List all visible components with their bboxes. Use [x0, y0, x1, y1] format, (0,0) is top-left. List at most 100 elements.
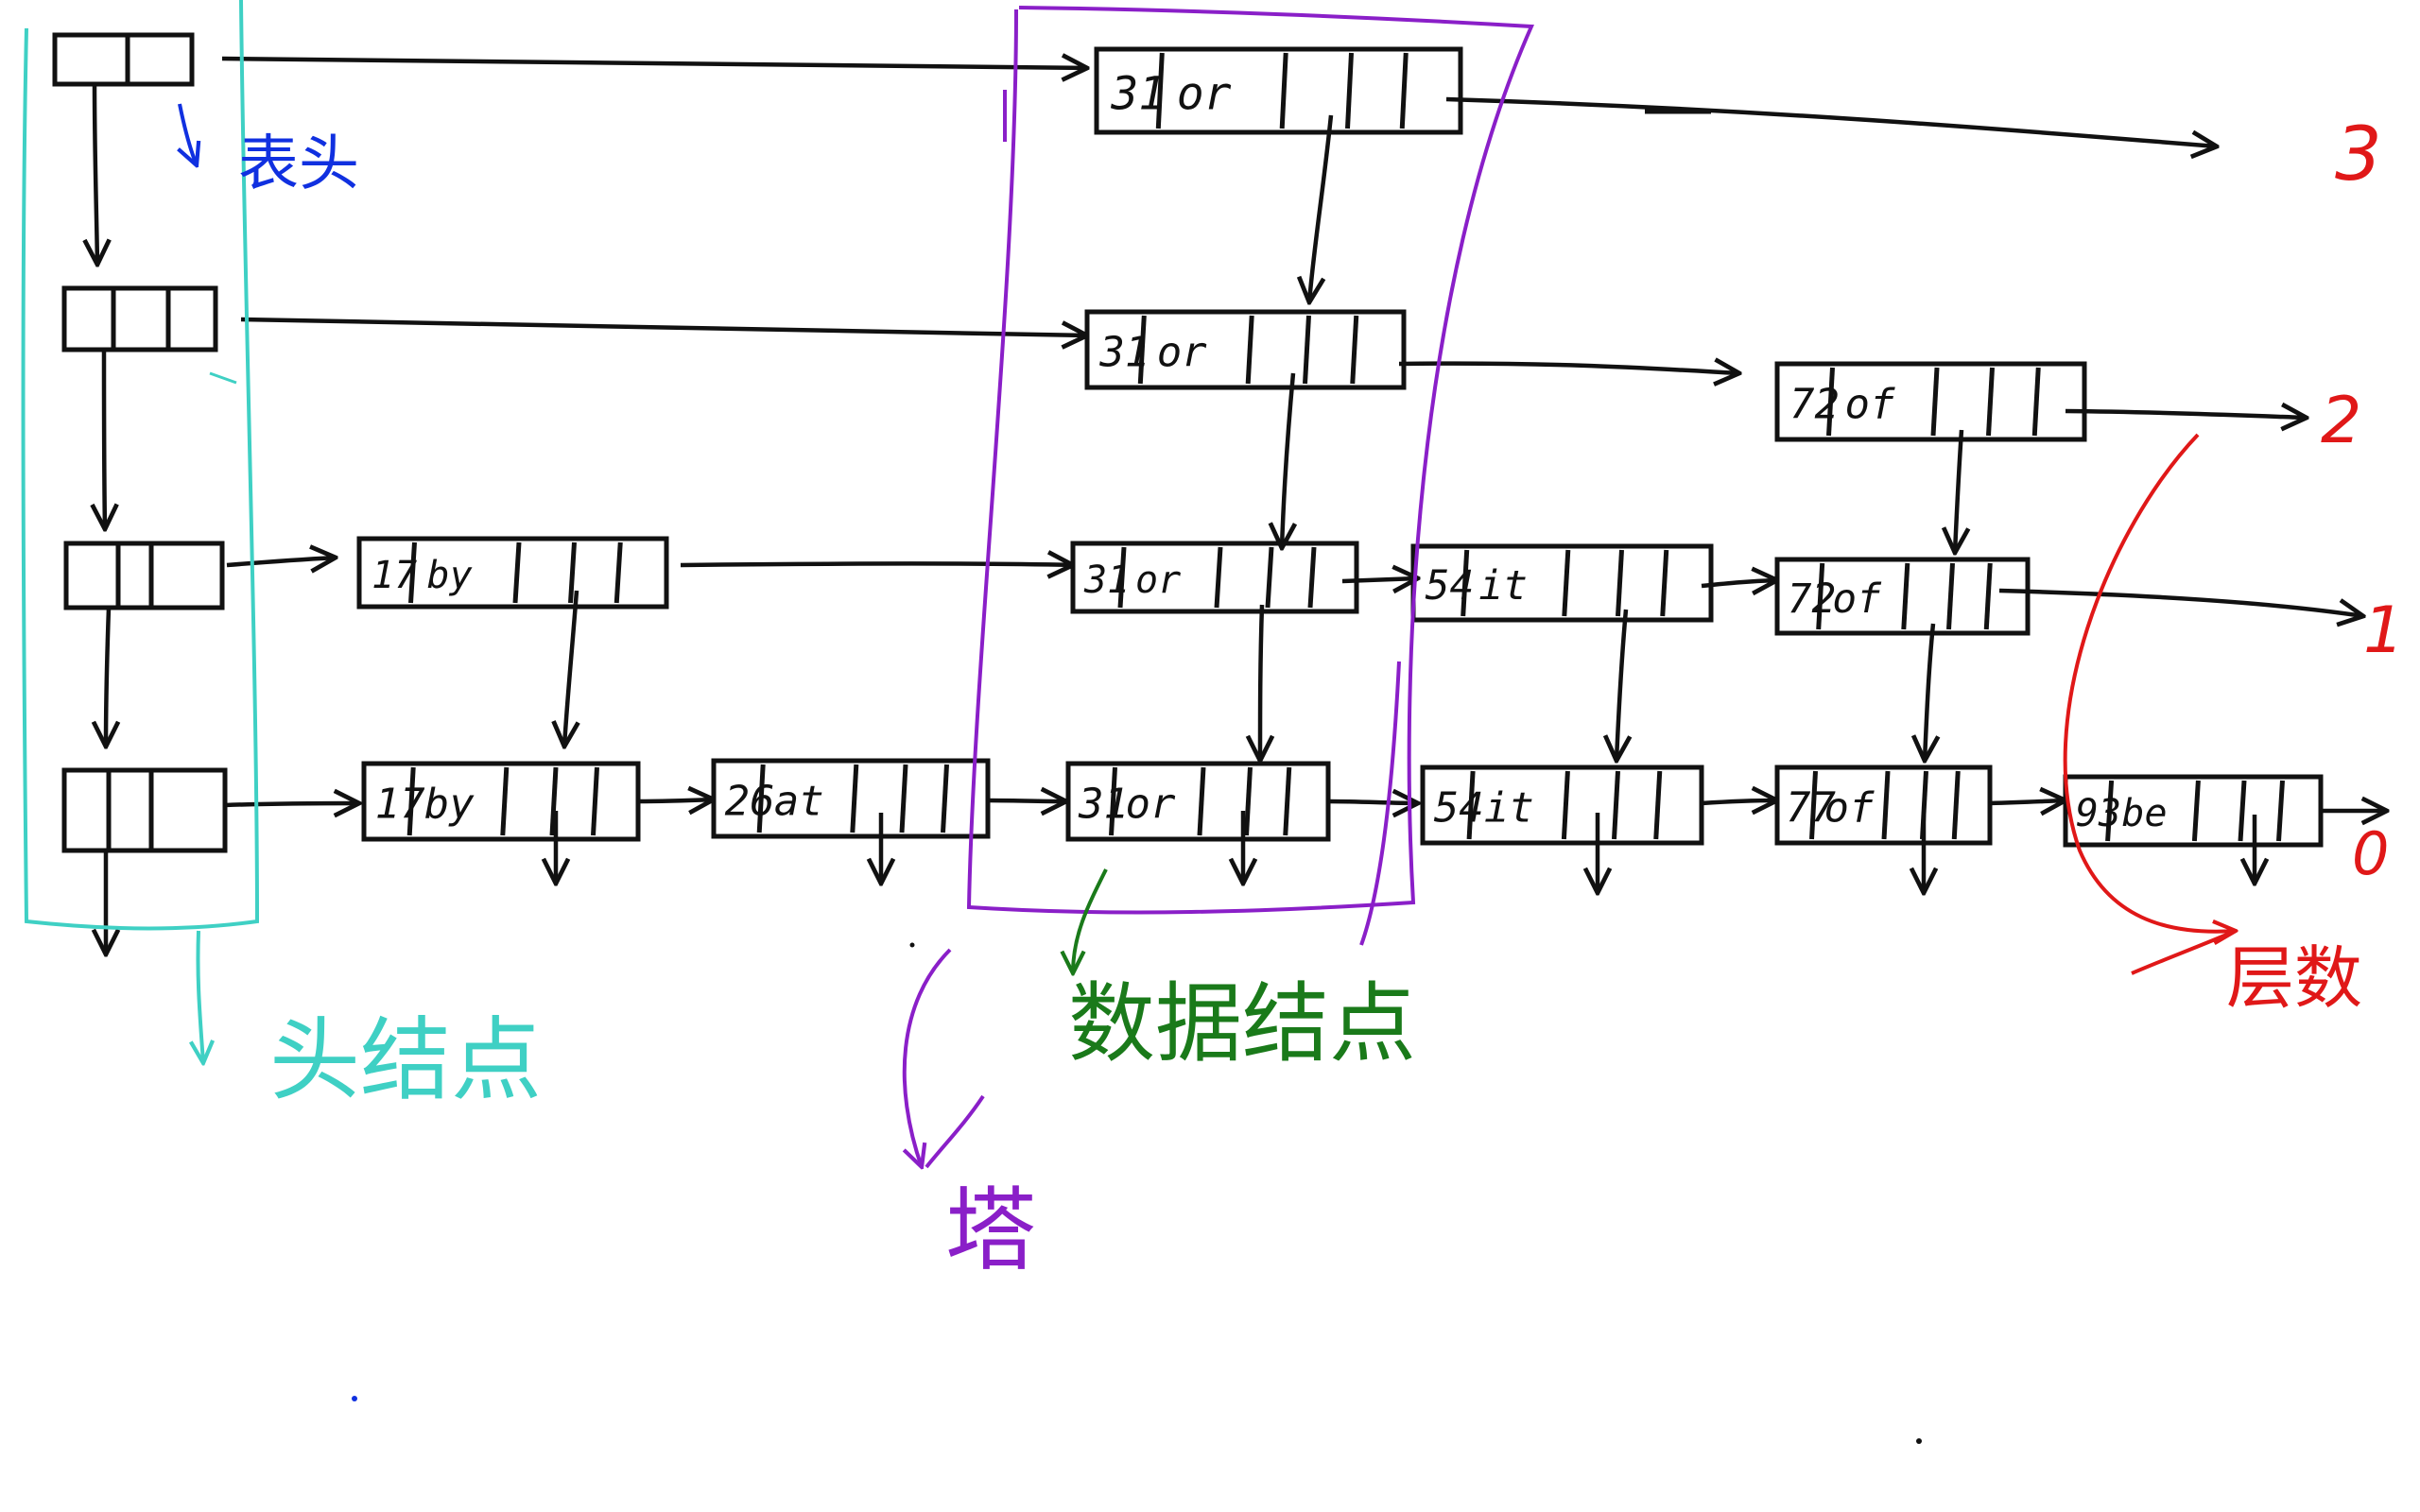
cell-divider — [1826, 367, 1835, 437]
stray-dot — [352, 1396, 357, 1401]
node-value: by — [427, 554, 473, 597]
level-label-3: 3 — [2335, 112, 2382, 198]
forward-pointer — [1701, 580, 1777, 586]
forward-pointer — [1327, 801, 1418, 803]
cell-divider — [1197, 766, 1206, 836]
head-down-arrow — [104, 349, 105, 529]
cell-divider — [1265, 546, 1274, 609]
cell-divider — [1616, 549, 1624, 617]
node-value: at — [774, 778, 824, 826]
head-nodes-pointer — [198, 930, 203, 1063]
down-pointer — [1955, 429, 1962, 553]
node-key: 31 — [1078, 781, 1129, 829]
head-node-level-2 — [61, 285, 218, 352]
cell-divider — [1245, 315, 1254, 385]
cell-divider — [500, 766, 510, 836]
cell-divider — [512, 541, 522, 604]
head-nodes-outline — [21, 0, 260, 931]
forward-pointer — [987, 800, 1066, 801]
cell-divider — [1303, 315, 1311, 385]
down-pointer — [1925, 623, 1933, 761]
cell-divider — [2191, 780, 2201, 842]
cell-divider — [1809, 770, 1818, 840]
cell-divider — [1461, 549, 1470, 617]
cell-divider — [1137, 315, 1147, 385]
cell-divider — [1986, 367, 1995, 437]
cell-divider — [406, 766, 416, 836]
cell-divider — [1345, 52, 1354, 129]
node-key: 31 — [1098, 329, 1150, 377]
cell-divider — [1283, 766, 1292, 836]
cell-divider — [899, 764, 908, 833]
forward-pointer — [1445, 96, 2217, 146]
cell-divider — [2031, 367, 2041, 437]
node-value: or — [1126, 781, 1176, 829]
cell-divider — [2276, 780, 2285, 842]
node-value: be — [2121, 792, 2167, 835]
cell-divider — [2105, 780, 2115, 842]
head-nodes-tick — [209, 371, 237, 385]
node-key: 54 — [1434, 784, 1484, 833]
cell-divider — [1350, 315, 1359, 385]
node-key: 77 — [1786, 784, 1836, 833]
node-key: 26 — [725, 778, 775, 826]
tower-outline — [966, 6, 1534, 915]
node-key: 72 — [1789, 381, 1840, 429]
node-key: 54 — [1426, 562, 1475, 610]
level-curve-tail — [2131, 929, 2237, 975]
header-label: 表头 — [238, 129, 359, 199]
data-nodes-label: 数据结点 — [1068, 973, 1416, 1074]
forward-pointer — [637, 799, 714, 801]
cell-divider — [1307, 546, 1317, 609]
data-nodes-pointer — [1073, 868, 1108, 973]
cell-divider — [568, 541, 577, 604]
header-label-arrow — [180, 103, 197, 165]
node-key: 93 — [2076, 792, 2121, 835]
node-value: it — [1484, 784, 1534, 833]
level-label-0: 0 — [2352, 819, 2389, 888]
forward-pointer — [1398, 364, 1739, 373]
cell-divider — [941, 764, 949, 833]
forward-pointer — [224, 803, 359, 805]
cell-divider — [1279, 52, 1288, 129]
cell-divider — [1816, 562, 1825, 630]
cell-divider — [850, 764, 859, 833]
node-value: or — [1177, 67, 1232, 120]
data-node-box — [1774, 361, 2087, 442]
cell-divider — [614, 541, 623, 604]
down-pointer — [1260, 604, 1262, 761]
node-value: or — [1157, 329, 1207, 377]
tower-label: 塔 — [945, 1177, 1036, 1283]
node-value: it — [1478, 562, 1528, 610]
cell-divider — [1155, 52, 1165, 129]
data-node-box — [356, 536, 669, 610]
node-value: of — [1845, 381, 1895, 429]
cell-divider — [549, 766, 559, 836]
stray-dot — [909, 942, 915, 948]
head-node-level-1 — [63, 541, 225, 610]
cell-divider — [1612, 770, 1620, 840]
node-key: 31 — [1110, 67, 1166, 120]
cell-divider — [1117, 546, 1127, 609]
tower-pointer — [905, 948, 952, 1167]
node-value: of — [1832, 576, 1882, 623]
head-down-arrow — [106, 607, 109, 747]
data-node-box — [1084, 309, 1407, 390]
cell-divider — [1109, 766, 1117, 836]
forward-pointer — [1701, 800, 1777, 803]
head-node-level-3 — [52, 32, 195, 87]
forward-pointer — [1989, 800, 2066, 803]
cell-divider — [1660, 549, 1669, 617]
head-nodes-label: 头结点 — [269, 1007, 542, 1113]
node-key: 31 — [1083, 558, 1130, 602]
